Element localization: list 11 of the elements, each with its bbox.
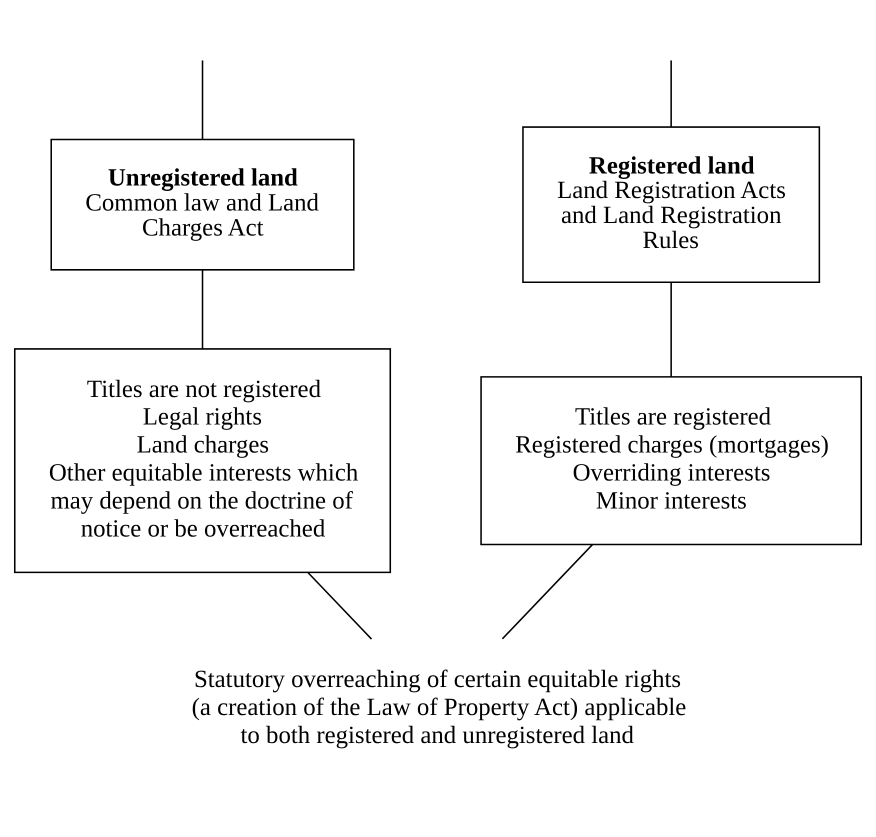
node-text: Statutory overreaching of certain equitable rights (a creation of the Law of Property Act) applicable to both registered and unregistered land	[192, 665, 686, 748]
connector	[202, 60, 204, 139]
node-box: Titles are not registered Legal rights Land charges Other equitable interests which may depend on the doctrine of notice or be overreached	[14, 348, 392, 573]
node-box: Titles are registered Registered charges (mortgages) Overriding interests Minor interests	[480, 376, 862, 545]
connector	[202, 270, 204, 348]
connector	[502, 544, 594, 639]
node-box: Unregistered land Common law and Land Charges Act	[50, 138, 355, 270]
connector	[670, 282, 672, 376]
connector	[670, 60, 672, 126]
connector	[307, 572, 372, 640]
node-box: Registered land Land Registration Acts and Land Registration Rules	[522, 126, 820, 282]
